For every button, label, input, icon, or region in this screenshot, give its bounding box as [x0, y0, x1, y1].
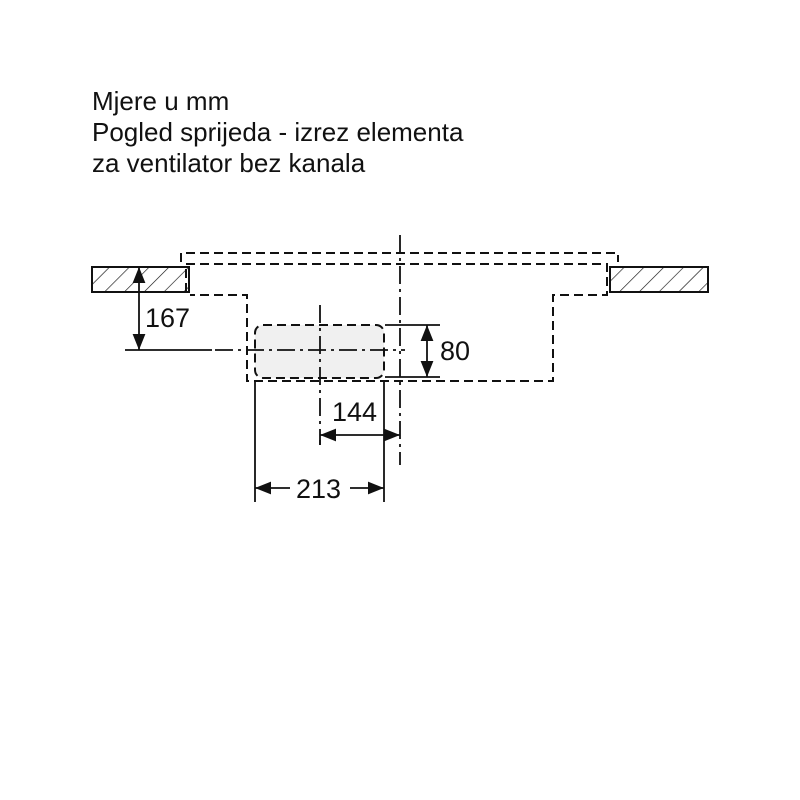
dim-144-label: 144	[332, 397, 377, 427]
countertop-left	[91, 266, 190, 293]
dim-167-label: 167	[145, 303, 190, 333]
title-line-1: Mjere u mm	[92, 86, 230, 116]
hob-body-outline	[185, 263, 608, 382]
countertop-right	[609, 266, 709, 293]
title-line-3: za ventilator bez kanala	[92, 148, 366, 178]
dim-213-label: 213	[296, 474, 341, 504]
title-line-2: Pogled sprijeda - izrez elementa	[92, 117, 464, 147]
dim-80-label: 80	[440, 336, 470, 366]
diagram-title: Mjere u mm Pogled sprijeda - izrez eleme…	[92, 86, 463, 179]
